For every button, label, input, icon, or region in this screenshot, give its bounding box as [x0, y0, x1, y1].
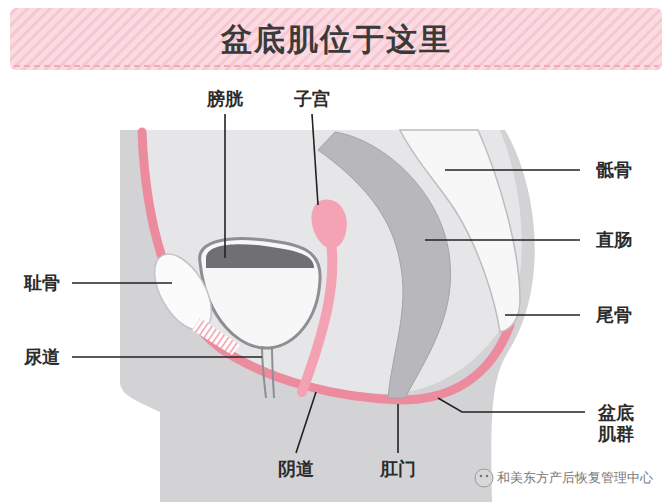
urethra [262, 346, 274, 398]
wechat-icon [475, 469, 493, 487]
body-silhouette [120, 130, 535, 502]
part-label: 尿道 [24, 347, 60, 368]
rectum [318, 132, 451, 398]
title-band [10, 8, 662, 70]
part-label: 直肠 [596, 230, 632, 251]
uterus [311, 199, 346, 248]
pubic-bone [143, 245, 223, 340]
part-label: 膀胱 [207, 89, 243, 110]
part-label: 子宫 [294, 89, 330, 110]
part-label: 骶骨 [596, 160, 632, 181]
part-label: 尾骨 [596, 305, 632, 326]
diagram-title: 盆底肌位于这里 [221, 22, 452, 58]
part-label: 盆底 肌群 [595, 403, 636, 444]
watermark: 和美东方产后恢复管理中心 [497, 471, 653, 486]
part-label: 耻骨 [24, 273, 60, 294]
leader-lines [72, 114, 585, 453]
part-label: 肛门 [380, 459, 416, 480]
part-label: 阴道 [278, 459, 314, 480]
